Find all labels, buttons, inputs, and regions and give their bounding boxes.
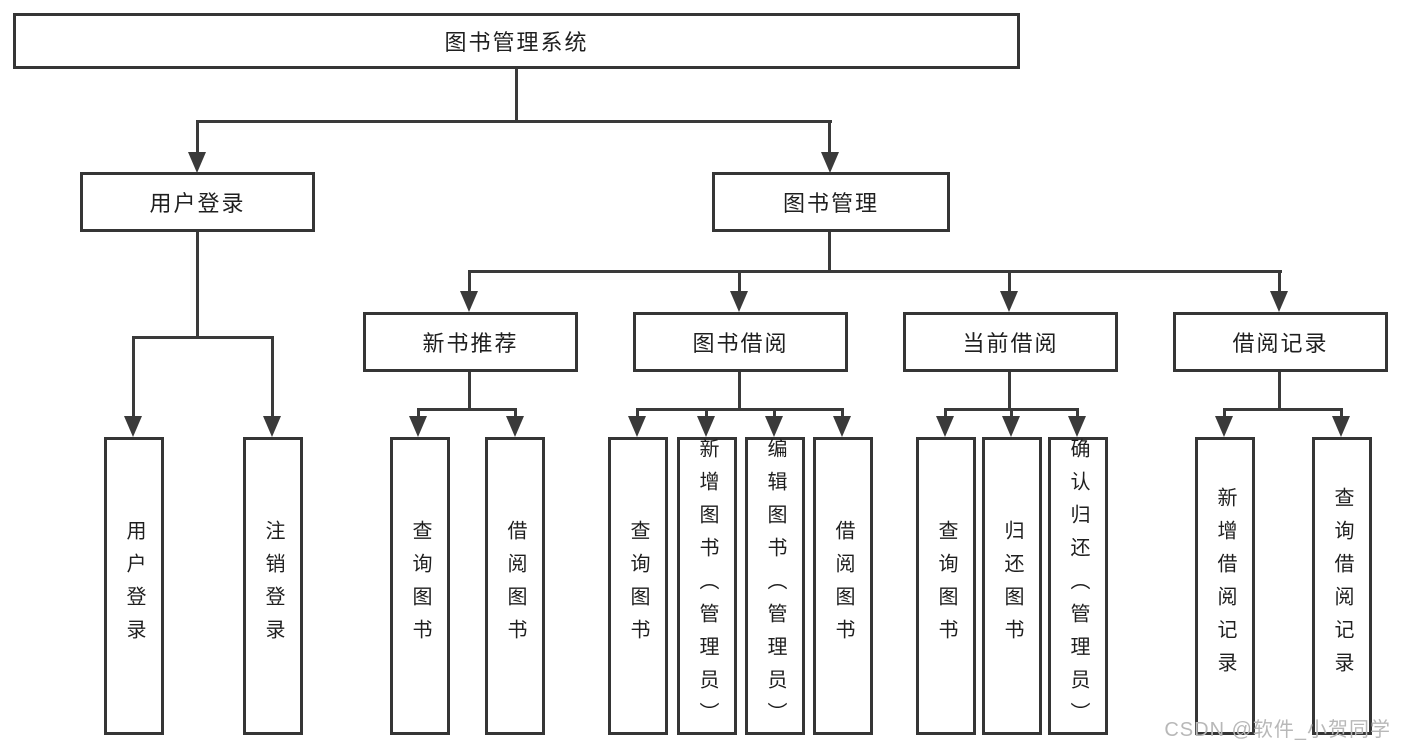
connector-line <box>738 270 741 296</box>
arrow-down-icon <box>1332 416 1350 437</box>
watermark: CSDN @软件_小贺同学 <box>1164 719 1391 741</box>
leaf-add-borrow-record: 新增借阅记录 <box>1195 437 1255 735</box>
leaf-return-books: 归还图书 <box>982 437 1042 735</box>
connector-line <box>738 372 741 410</box>
arrow-down-icon <box>1270 291 1288 312</box>
leaf-user-login: 用户登录 <box>104 437 164 735</box>
connector-line <box>773 408 776 420</box>
arrow-down-icon <box>409 416 427 437</box>
connector-line <box>636 408 844 411</box>
arrow-down-icon <box>460 291 478 312</box>
leaf-user-login-label: 用户登录 <box>123 520 145 652</box>
connector-line <box>468 270 471 296</box>
arrow-down-icon <box>765 416 783 437</box>
connector-line <box>705 408 708 420</box>
node-current-borrowing: 当前借阅 <box>903 312 1118 372</box>
leaf-confirm-return-admin-label: 确认归还（管理员） <box>1067 437 1089 735</box>
connector-line <box>1223 408 1343 411</box>
connector-line <box>417 408 420 420</box>
arrow-down-icon <box>833 416 851 437</box>
arrow-down-icon <box>124 416 142 437</box>
connector-line <box>196 120 199 156</box>
connector-line <box>417 408 517 411</box>
connector-line <box>132 336 274 339</box>
connector-line <box>196 120 832 123</box>
node-borrow-records-label: 借阅记录 <box>1232 331 1329 356</box>
leaf-borrow-books-label: 借阅图书 <box>832 520 854 652</box>
arrow-down-icon <box>936 416 954 437</box>
connector-line <box>1076 408 1079 420</box>
connector-line <box>1008 372 1011 410</box>
leaf-query-books-borrow-label: 查询图书 <box>627 520 649 652</box>
node-user-login: 用户登录 <box>80 172 315 232</box>
arrow-down-icon <box>1068 416 1086 437</box>
arrow-down-icon <box>1000 291 1018 312</box>
connector-line <box>132 336 135 420</box>
connector-line <box>514 408 517 420</box>
arrow-down-icon <box>506 416 524 437</box>
connector-line <box>944 408 947 420</box>
connector-line <box>1278 270 1281 296</box>
leaf-edit-books-admin-label: 编辑图书（管理员） <box>764 437 786 735</box>
leaf-logout: 注销登录 <box>243 437 303 735</box>
leaf-borrow-books-recommend: 借阅图书 <box>485 437 545 735</box>
connector-line <box>841 408 844 420</box>
node-borrow-records: 借阅记录 <box>1173 312 1388 372</box>
leaf-edit-books-admin: 编辑图书（管理员） <box>745 437 805 735</box>
connector-line <box>828 232 831 273</box>
leaf-add-books-admin: 新增图书（管理员） <box>677 437 737 735</box>
leaf-add-borrow-record-label: 新增借阅记录 <box>1214 487 1236 685</box>
leaf-add-books-admin-label: 新增图书（管理员） <box>696 437 718 735</box>
node-book-management-label: 图书管理 <box>782 191 879 216</box>
arrow-down-icon <box>1002 416 1020 437</box>
leaf-confirm-return-admin: 确认归还（管理员） <box>1048 437 1108 735</box>
connector-line <box>1278 372 1281 410</box>
leaf-borrow-books-recommend-label: 借阅图书 <box>504 520 526 652</box>
node-user-login-label: 用户登录 <box>149 191 246 216</box>
connector-line <box>469 270 1282 273</box>
arrow-down-icon <box>1215 416 1233 437</box>
node-library-system: 图书管理系统 <box>13 13 1020 69</box>
leaf-query-borrow-record: 查询借阅记录 <box>1312 437 1372 735</box>
leaf-query-books-borrow: 查询图书 <box>608 437 668 735</box>
connector-line <box>515 69 518 120</box>
node-book-borrowing: 图书借阅 <box>633 312 848 372</box>
leaf-query-borrow-record-label: 查询借阅记录 <box>1331 487 1353 685</box>
node-new-book-recommend-label: 新书推荐 <box>422 331 519 356</box>
leaf-query-books-current-label: 查询图书 <box>935 520 957 652</box>
arrow-down-icon <box>263 416 281 437</box>
leaf-borrow-books: 借阅图书 <box>813 437 873 735</box>
leaf-query-books-current: 查询图书 <box>916 437 976 735</box>
connector-line <box>1008 270 1011 296</box>
leaf-query-books-recommend-label: 查询图书 <box>409 520 431 652</box>
arrow-down-icon <box>188 152 206 173</box>
arrow-down-icon <box>628 416 646 437</box>
node-book-borrowing-label: 图书借阅 <box>692 331 789 356</box>
connector-line <box>636 408 639 420</box>
leaf-logout-label: 注销登录 <box>262 520 284 652</box>
leaf-return-books-label: 归还图书 <box>1001 520 1023 652</box>
arrow-down-icon <box>730 291 748 312</box>
connector-line <box>1340 408 1343 420</box>
connector-line <box>828 120 831 156</box>
connector-line <box>196 232 199 336</box>
connector-line <box>271 336 274 420</box>
node-new-book-recommend: 新书推荐 <box>363 312 578 372</box>
node-current-borrowing-label: 当前借阅 <box>962 331 1059 356</box>
arrow-down-icon <box>821 152 839 173</box>
arrow-down-icon <box>697 416 715 437</box>
connector-line <box>468 372 471 410</box>
connector-line <box>1010 408 1013 420</box>
node-library-system-label: 图书管理系统 <box>444 30 589 55</box>
leaf-query-books-recommend: 查询图书 <box>390 437 450 735</box>
node-book-management: 图书管理 <box>712 172 950 232</box>
connector-line <box>1223 408 1226 420</box>
